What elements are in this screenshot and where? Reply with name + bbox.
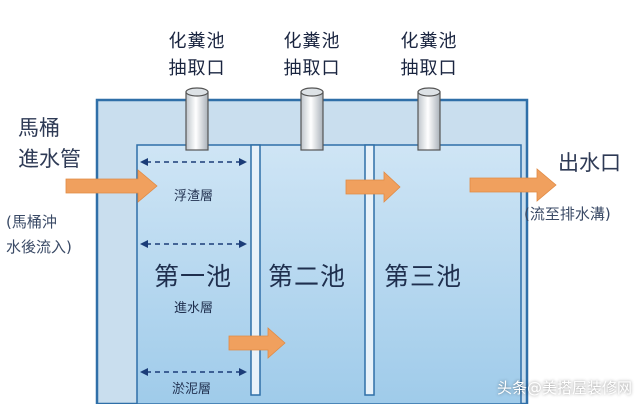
- outlet-arrow: [469, 168, 557, 202]
- intake-label-3-line1: 化糞池: [400, 31, 458, 52]
- watermark: 头条@美搭屋装修网: [496, 379, 632, 397]
- inlet-note-line2: 水後流入): [6, 238, 72, 256]
- inner-tank: [136, 144, 522, 404]
- divider-1: [250, 144, 261, 396]
- inlet-label: 馬桶 進水管: [18, 113, 81, 175]
- inlet-arrow: [65, 169, 158, 203]
- chamber-1-label: 第一池: [154, 262, 233, 291]
- intake-pipe-1: [185, 87, 209, 151]
- inlet-label-line1: 馬桶: [18, 116, 60, 140]
- chamber-3-label: 第三池: [384, 262, 463, 291]
- intake-label-3: 化糞池 抽取口: [384, 28, 474, 82]
- outlet-label: 出水口: [558, 151, 621, 175]
- flow-arrow-2-3: [345, 171, 401, 203]
- inlet-note-line1: (馬桶沖: [6, 213, 57, 231]
- flow-arrow-1-2: [228, 327, 286, 359]
- water-layer-label: 進水層: [174, 301, 214, 316]
- intake-label-2-line2: 抽取口: [283, 58, 341, 79]
- inlet-note: (馬桶沖 水後流入): [6, 210, 72, 260]
- dashed-arrowheads: [140, 158, 247, 376]
- intake-label-1-line1: 化糞池: [168, 31, 226, 52]
- inlet-label-line2: 進水管: [18, 147, 81, 171]
- sludge-layer-label: 淤泥層: [172, 382, 212, 397]
- intake-pipe-3: [417, 87, 441, 151]
- outlet-note: (流至排水溝): [524, 205, 611, 223]
- intake-label-1: 化糞池 抽取口: [152, 28, 242, 82]
- intake-pipe-2: [300, 87, 324, 151]
- scum-layer-label: 浮渣層: [174, 189, 214, 204]
- intake-label-3-line2: 抽取口: [400, 58, 458, 79]
- intake-label-2: 化糞池 抽取口: [267, 28, 357, 82]
- intake-label-1-line2: 抽取口: [168, 58, 226, 79]
- intake-label-2-line1: 化糞池: [283, 31, 341, 52]
- divider-2: [364, 144, 375, 396]
- chamber-2-label: 第二池: [268, 262, 347, 291]
